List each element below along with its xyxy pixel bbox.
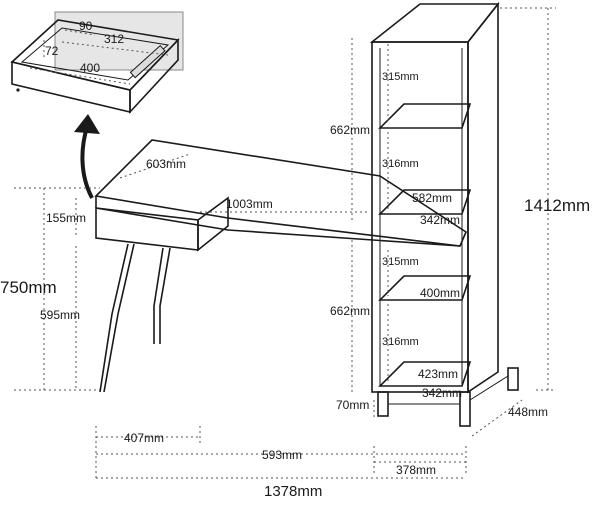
label-inner-width-bottom: 423mm (418, 367, 458, 381)
label-shelf-3-height: 315mm (382, 256, 419, 268)
label-shelf-2-height: 316mm (382, 158, 419, 170)
label-total-width: 1378mm (264, 483, 322, 500)
tower-foot-front-left (377, 391, 389, 417)
label-width-left: 407mm (124, 431, 164, 445)
label-desk-height: 750mm (0, 278, 57, 297)
label-tower-depth: 448mm (508, 405, 548, 419)
tower-top (369, 3, 500, 43)
drawer-dim-90: 90 (79, 19, 93, 33)
hairpin-leg-2 (159, 247, 171, 344)
label-shelf-4-height: 316mm (382, 336, 419, 348)
dimension-labels: 1412mm 750mm 155mm 595mm 603mm 1003mm 31… (0, 71, 590, 500)
desk-top-edge (95, 207, 229, 231)
drawer-dim-line-90 (64, 29, 96, 36)
label-top-depth: 603mm (146, 157, 186, 171)
label-top-width: 1003mm (226, 197, 273, 211)
tower-foot-back-right (507, 367, 519, 391)
shelf-1 (378, 103, 472, 129)
desk-drawer-front (95, 207, 199, 251)
label-upper-section: 662mm (330, 123, 370, 137)
label-shelf-1-height: 315mm (382, 71, 419, 83)
label-lower-section: 662mm (330, 304, 370, 318)
tower-foot-front-right (459, 391, 471, 427)
shelf-3 (378, 275, 472, 301)
label-desk-depth-right: 342mm (420, 213, 460, 227)
hairpin-leg-1 (103, 243, 135, 393)
arrow-head-icon (74, 114, 100, 134)
drawer-side (129, 38, 179, 115)
drawer-dim-400: 400 (80, 61, 100, 75)
drawer-detail: 90 312 72 400 (10, 11, 184, 115)
hairpin-leg-2b (153, 247, 164, 344)
drawer-wall-panel (54, 11, 184, 71)
label-drawer-height: 155mm (46, 211, 86, 225)
bookcase-tower (369, 1, 519, 427)
drawer-dim-line-400 (29, 67, 131, 85)
shelf-4 (378, 361, 472, 387)
drawer-dim-312: 312 (104, 32, 124, 46)
label-tower-height: 1412mm (524, 196, 590, 215)
drawer-screw (16, 88, 20, 92)
drawer-dim-72: 72 (45, 44, 59, 58)
label-width-mid: 593mm (262, 448, 302, 462)
curved-arrow-icon (80, 123, 94, 199)
dimension-lines (14, 7, 556, 479)
hairpin-leg-1b (99, 243, 129, 393)
desk-top (94, 139, 468, 247)
drawer-rail (129, 44, 166, 79)
label-inner-width-upper: 582mm (412, 191, 452, 205)
desk-drawer-side (197, 196, 229, 252)
desk-top-edge-right (227, 229, 461, 247)
shelf-2 (378, 189, 472, 215)
label-leg-height: 595mm (40, 308, 80, 322)
tower-side (467, 1, 499, 394)
desk (94, 139, 468, 393)
drawer-box-inner (20, 27, 170, 81)
label-base-depth: 342mm (422, 386, 462, 400)
dim-tower-depth (471, 399, 523, 437)
tower-front (371, 41, 469, 393)
label-plinth-height: 70mm (336, 398, 369, 412)
label-width-right: 378mm (396, 463, 436, 477)
tower-plinth-side (469, 375, 509, 401)
label-inner-width-lower: 400mm (420, 286, 460, 300)
